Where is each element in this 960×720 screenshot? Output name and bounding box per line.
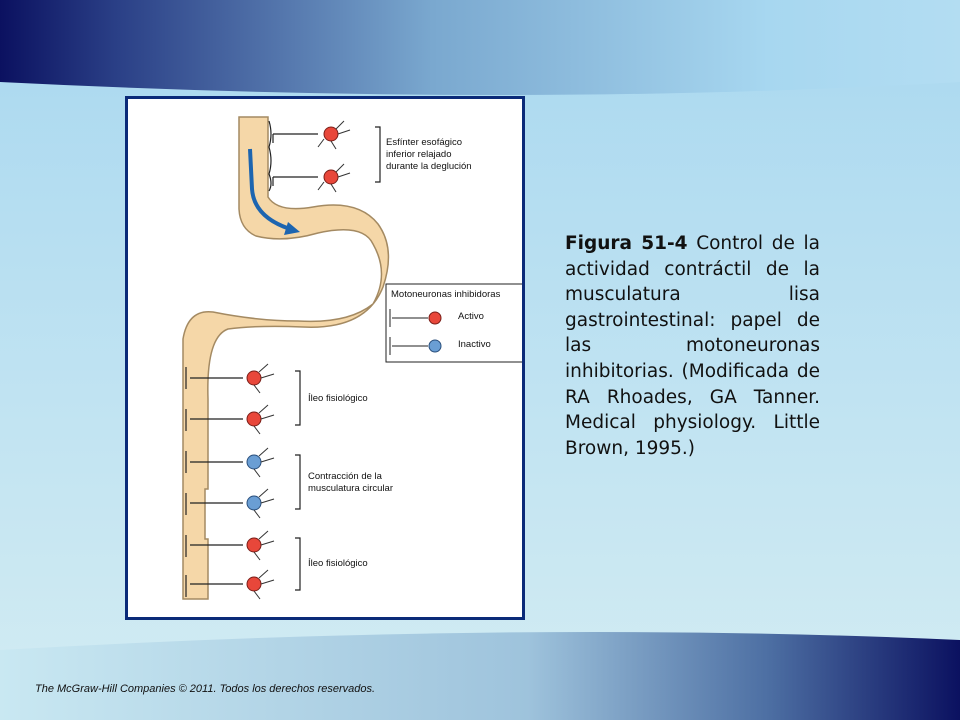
neuron-icon — [428, 339, 442, 353]
les-label-1: Esfínter esofágico — [386, 137, 462, 148]
curved-arrow-icon — [248, 148, 291, 231]
legend-inactive-neuron — [389, 337, 428, 355]
gi-tract-outline — [182, 116, 390, 600]
copyright-footer: The McGraw-Hill Companies © 2011. Todos … — [35, 683, 376, 695]
caption-text: Control de la actividad contráctil de la… — [565, 233, 820, 459]
les-neurons — [268, 120, 318, 192]
figure-frame: Esfínter esofágico inferior relajado dur… — [125, 96, 525, 620]
neuron-icon — [246, 454, 262, 470]
les-label-2: inferior relajado — [386, 149, 451, 160]
intestine-connectors — [185, 367, 243, 597]
neuron-icon — [246, 537, 262, 553]
legend-active-neuron — [389, 309, 428, 327]
legend-inactive-label: Inactivo — [458, 339, 491, 350]
neuron-icon — [246, 576, 262, 592]
bracket-ileus-1 — [295, 370, 301, 426]
bracket-les — [375, 126, 381, 183]
les-label-3: durante la deglución — [386, 161, 472, 172]
bracket-ileus-2 — [295, 537, 301, 591]
legend-active-label: Activo — [458, 311, 484, 322]
neuron-icon — [246, 411, 262, 427]
gi-diagram: Esfínter esofágico inferior relajado dur… — [182, 116, 522, 600]
legend-box — [385, 283, 522, 363]
dendrites — [253, 363, 275, 600]
bracket-contraction — [295, 454, 301, 510]
neuron-icon — [317, 120, 351, 150]
legend-title: Motoneuronas inhibidoras — [391, 289, 501, 300]
neuron-icon — [317, 163, 351, 193]
contraction-label-2: musculatura circular — [308, 483, 393, 494]
arrow-head — [284, 222, 300, 235]
neuron-icon — [246, 370, 262, 386]
caption-figure-number: Figura 51-4 — [565, 233, 688, 254]
neuron-icon — [246, 495, 262, 511]
contraction-label-1: Contracción de la — [308, 471, 383, 482]
neuron-icon — [428, 311, 442, 325]
ileus-label-2: Íleo fisiológico — [308, 558, 368, 569]
figure-caption: Figura 51-4 Control de la actividad cont… — [565, 231, 820, 461]
ileus-label-1: Íleo fisiológico — [308, 393, 368, 404]
